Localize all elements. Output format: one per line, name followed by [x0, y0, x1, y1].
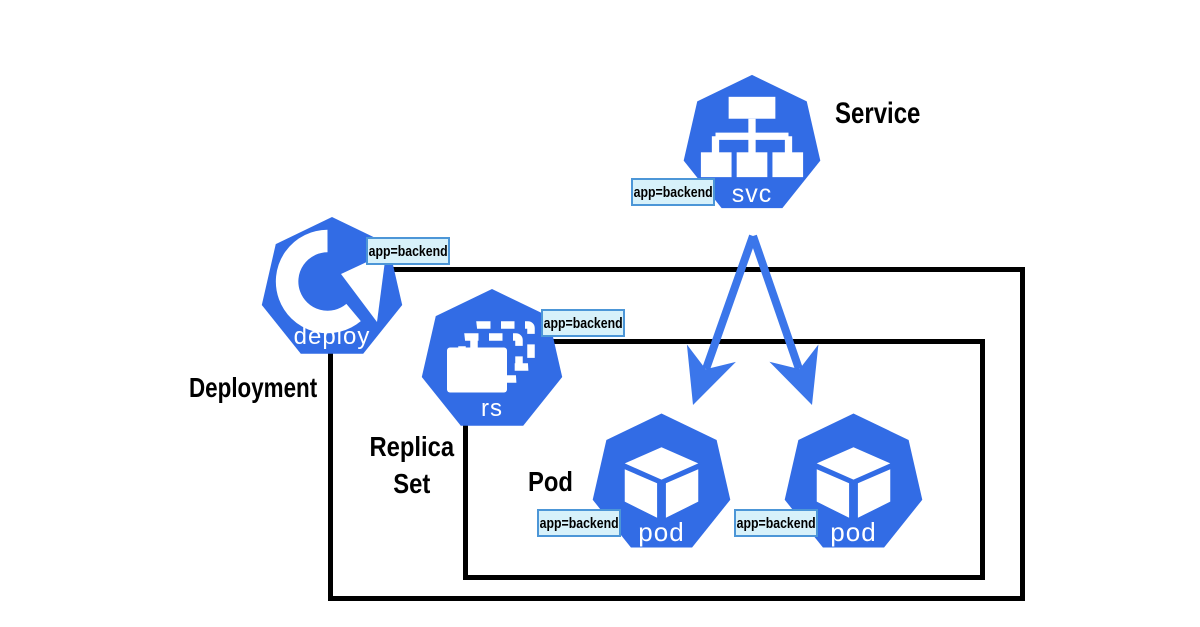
pod2-node-label: pod [830, 517, 877, 547]
replicaset-node: rs [417, 286, 567, 436]
pod1-selector-label: app=backend [537, 509, 621, 537]
pod1-heptagon [592, 413, 731, 548]
service-heptagon [683, 74, 821, 209]
pod2-node: pod [780, 409, 927, 559]
deployment-boundary-box [328, 267, 1025, 601]
pod-title: Pod [528, 466, 581, 498]
deployment-title-text: Deployment [189, 372, 318, 403]
pod1-node-label: pod [638, 517, 685, 547]
service-title-text: Service [835, 97, 921, 130]
deployment-node-label: deploy [293, 323, 371, 350]
replicaset-title: Replica Set [342, 428, 482, 502]
service-selector-label: app=backend [631, 178, 715, 206]
service-node: svc [679, 72, 825, 218]
deploy-circular-arrow-icon [275, 229, 386, 334]
service-node-label: svc [731, 180, 773, 208]
replicaset-selector-label: app=backend [541, 309, 625, 337]
replicaset-title-line1: Replica [369, 431, 455, 462]
pod1-node: pod [588, 409, 735, 559]
deployment-selector-label: app=backend [366, 237, 450, 265]
pod2-heptagon [784, 413, 923, 548]
replicaset-heptagon [421, 289, 563, 426]
replicaset-title-line2: Set [393, 468, 431, 499]
pod-title-text: Pod [528, 466, 573, 497]
replicaset-icon [421, 289, 563, 426]
pod2-selector-label: app=backend [734, 509, 818, 537]
service-title: Service [835, 97, 942, 131]
replicaset-node-label: rs [481, 395, 503, 422]
deployment-title: Deployment [189, 372, 349, 404]
service-icon [700, 96, 804, 178]
